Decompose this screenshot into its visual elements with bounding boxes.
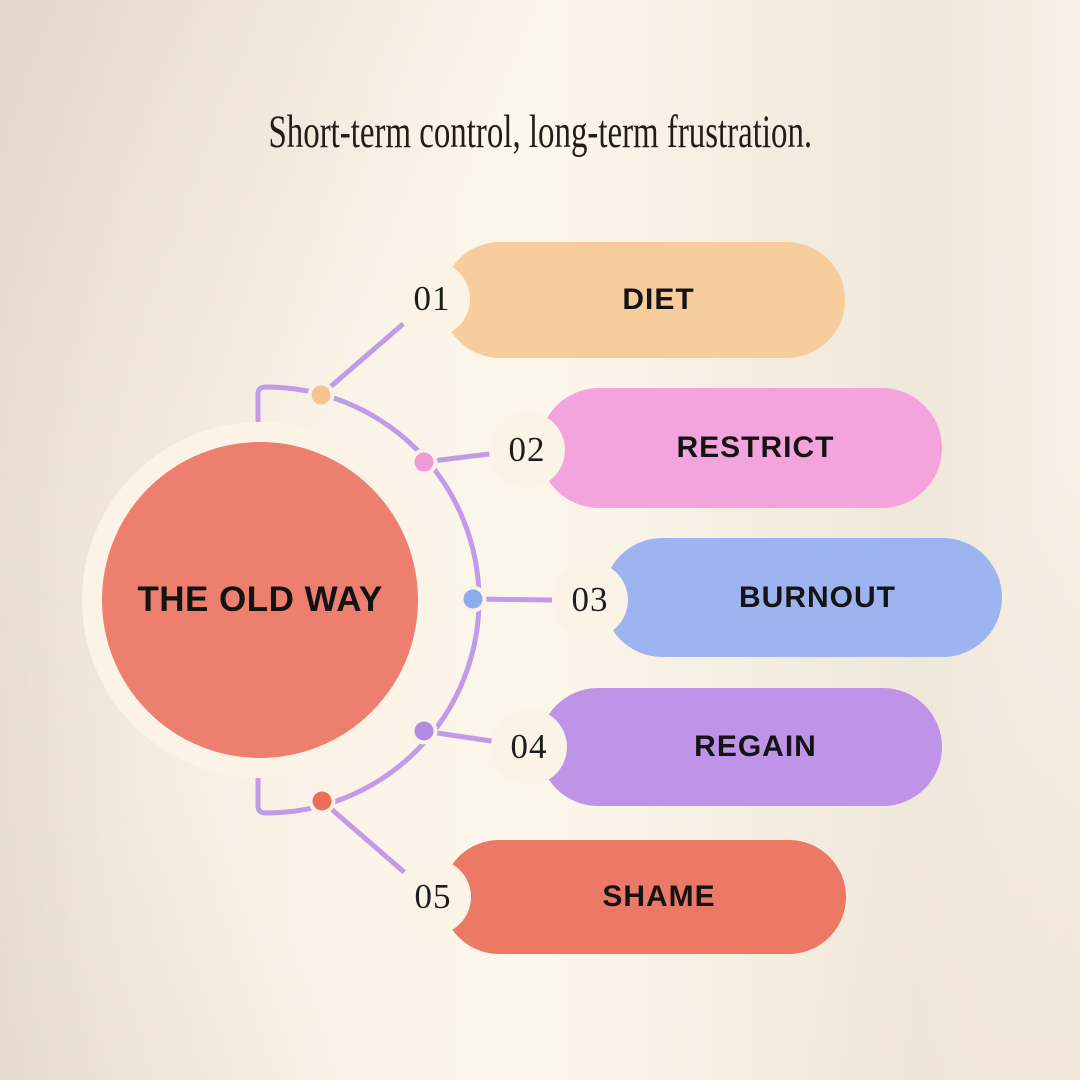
node-dot-1 <box>311 385 331 405</box>
pill-regain: REGAIN <box>539 688 942 806</box>
number-circle-04-text: 04 <box>510 727 548 766</box>
pill-regain-label: REGAIN <box>694 730 817 763</box>
pill-restrict-label: RESTRICT <box>676 431 835 464</box>
pill-shame-label: SHAME <box>602 880 716 913</box>
node-dot-4 <box>414 721 434 741</box>
pill-shame: SHAME <box>442 840 846 954</box>
connector-line-1 <box>318 321 406 398</box>
number-circle-05-text: 05 <box>414 877 452 916</box>
number-circle-01-text: 01 <box>413 279 451 318</box>
number-circle-03-text: 03 <box>571 580 609 619</box>
number-circle-02: 02 <box>489 412 565 488</box>
pill-restrict: RESTRICT <box>539 388 942 508</box>
pill-diet: DIET <box>442 242 845 358</box>
node-dot-5 <box>312 791 332 811</box>
number-circle-02-text: 02 <box>508 430 546 469</box>
pill-burnout: BURNOUT <box>603 538 1002 657</box>
page-title: Short-term control, long-term frustratio… <box>0 104 1080 160</box>
number-circle-03: 03 <box>552 562 628 638</box>
center-circle-label: THE OLD WAY <box>137 580 383 619</box>
number-circle-01: 01 <box>394 261 470 337</box>
number-circle-04: 04 <box>491 709 567 785</box>
center-circle: THE OLD WAY <box>82 422 438 778</box>
pill-diet-label: DIET <box>622 283 695 316</box>
number-circle-05: 05 <box>395 859 471 935</box>
node-dot-3 <box>463 589 483 609</box>
pill-burnout-label: BURNOUT <box>739 580 896 614</box>
page-title-text: Short-term control, long-term frustratio… <box>268 106 812 158</box>
node-dot-2 <box>414 452 434 472</box>
connector-line-5 <box>319 798 407 875</box>
